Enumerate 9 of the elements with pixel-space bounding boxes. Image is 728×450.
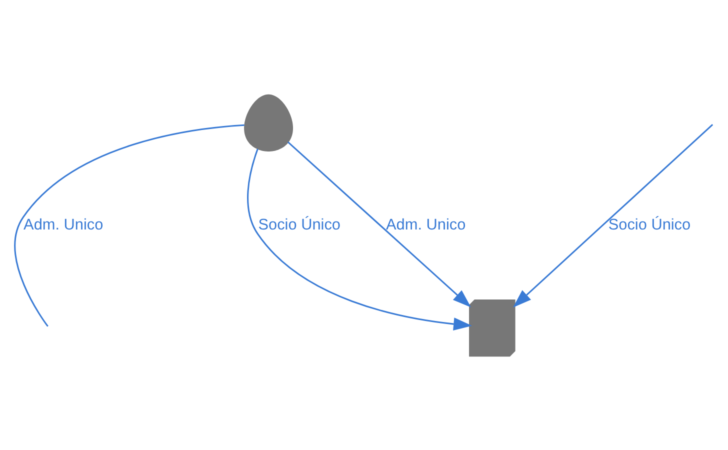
node-person bbox=[244, 94, 294, 151]
arrow bbox=[247, 148, 472, 330]
edge-label: Adm. Unico bbox=[24, 216, 104, 233]
arrow bbox=[287, 140, 472, 307]
edge-label: Adm. Unico bbox=[386, 216, 466, 233]
connector bbox=[14, 124, 244, 326]
arrow bbox=[512, 124, 714, 307]
edge-label: Socio Único bbox=[258, 216, 340, 233]
edge-label: Socio Único bbox=[608, 216, 691, 233]
